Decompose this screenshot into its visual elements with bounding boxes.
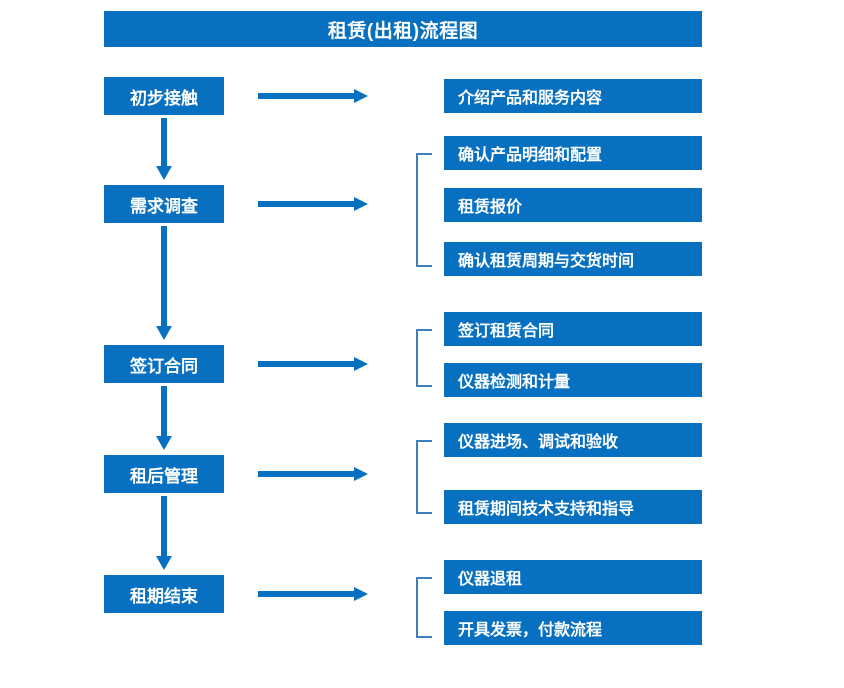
right-arrow-icon-3 <box>258 357 368 371</box>
detail-box-g4-2[interactable]: 租赁期间技术支持和指导 <box>444 490 702 524</box>
down-arrow-icon-4 <box>156 496 172 570</box>
down-arrow-icon-3 <box>156 386 172 450</box>
step-box-3[interactable]: 签订合同 <box>104 345 224 383</box>
step-box-1[interactable]: 初步接触 <box>104 77 224 115</box>
page-title: 租赁(出租)流程图 <box>104 11 702 47</box>
right-arrow-icon-4 <box>258 467 368 481</box>
down-arrow-icon-2 <box>156 226 172 340</box>
detail-box-g1-1[interactable]: 介绍产品和服务内容 <box>444 79 702 113</box>
detail-box-g3-2[interactable]: 仪器检测和计量 <box>444 363 702 397</box>
down-arrow-icon-1 <box>156 118 172 180</box>
group-bracket-3 <box>416 329 432 387</box>
detail-box-g4-1[interactable]: 仪器进场、调试和验收 <box>444 423 702 457</box>
right-arrow-icon-2 <box>258 197 368 211</box>
detail-box-g5-1[interactable]: 仪器退租 <box>444 560 702 594</box>
step-box-2[interactable]: 需求调查 <box>104 185 224 223</box>
step-box-4[interactable]: 租后管理 <box>104 455 224 493</box>
detail-box-g2-3[interactable]: 确认租赁周期与交货时间 <box>444 242 702 276</box>
detail-box-g3-1[interactable]: 签订租赁合同 <box>444 312 702 346</box>
detail-box-g5-2[interactable]: 开具发票，付款流程 <box>444 611 702 645</box>
detail-box-g2-1[interactable]: 确认产品明细和配置 <box>444 136 702 170</box>
group-bracket-4 <box>416 440 432 514</box>
right-arrow-icon-5 <box>258 587 368 601</box>
group-bracket-2 <box>416 153 432 267</box>
group-bracket-5 <box>416 577 432 638</box>
step-box-5[interactable]: 租期结束 <box>104 575 224 613</box>
right-arrow-icon-1 <box>258 89 368 103</box>
detail-box-g2-2[interactable]: 租赁报价 <box>444 188 702 222</box>
